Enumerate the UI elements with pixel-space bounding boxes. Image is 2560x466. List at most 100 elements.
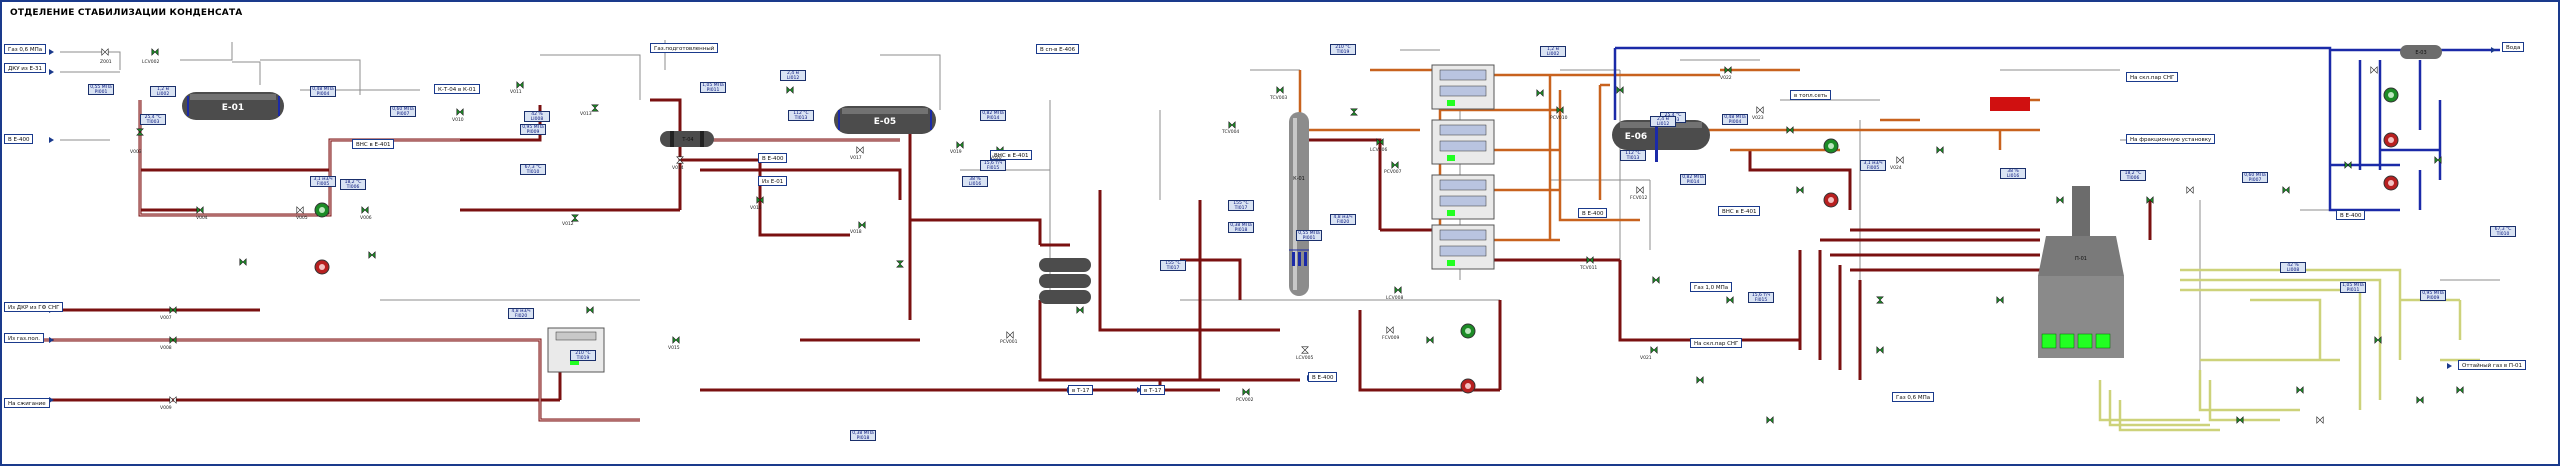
valve-icon[interactable] — [1616, 86, 1624, 94]
valve-icon[interactable] — [1876, 346, 1884, 354]
valve-icon[interactable] — [1786, 126, 1794, 134]
valve-icon[interactable] — [2236, 416, 2244, 424]
valve-icon[interactable] — [1876, 296, 1884, 304]
valve-icon[interactable] — [1536, 89, 1544, 97]
valve-icon[interactable] — [856, 146, 864, 154]
valve-icon[interactable] — [1936, 146, 1944, 154]
valve-icon[interactable] — [516, 81, 524, 89]
valve-icon[interactable] — [756, 196, 764, 204]
valve-icon[interactable] — [1896, 156, 1904, 164]
valve-icon[interactable] — [1391, 161, 1399, 169]
dest-from-gas-pipe[interactable]: Из газ.пол. — [4, 333, 44, 343]
instrument-readout[interactable]: 42 %LI008 — [524, 111, 550, 122]
valve-icon[interactable] — [296, 206, 304, 214]
valve-icon[interactable] — [361, 206, 369, 214]
dest-t117-b[interactable]: в Т-17 — [1140, 385, 1166, 395]
valve-icon[interactable] — [1426, 336, 1434, 344]
valve-icon[interactable] — [1350, 108, 1358, 116]
dest-to-flare[interactable]: На сжигание — [4, 398, 50, 408]
valve-icon[interactable] — [2370, 66, 2378, 74]
dest-to-dkp[interactable]: ДКУ из Е-31 — [4, 63, 47, 73]
dest-vhs-e401-b[interactable]: ВНС в Е-401 — [990, 150, 1033, 160]
valve-icon[interactable] — [1076, 306, 1084, 314]
valve-icon[interactable] — [151, 48, 159, 56]
valve-icon[interactable] — [136, 128, 144, 136]
dest-t117-a[interactable]: в Т-17 — [1068, 385, 1094, 395]
valve-icon[interactable] — [786, 86, 794, 94]
valve-icon[interactable] — [456, 108, 464, 116]
valve-icon[interactable] — [571, 214, 579, 222]
valve-icon[interactable] — [1696, 376, 1704, 384]
dest-e400-k01[interactable]: В Е-400 — [1308, 372, 1338, 382]
valve-icon[interactable] — [1652, 276, 1660, 284]
valve-icon[interactable] — [1228, 121, 1236, 129]
valve-icon[interactable] — [169, 396, 177, 404]
valve-icon[interactable] — [858, 221, 866, 229]
dest-fuel-gas[interactable]: Газ.подготовленный — [650, 43, 719, 53]
valve-icon[interactable] — [1376, 138, 1384, 146]
dest-to-cbf-storage[interactable]: На скл.пар СНГ — [1690, 338, 1743, 348]
valve-icon[interactable] — [169, 306, 177, 314]
valve-icon[interactable] — [676, 156, 684, 164]
valve-icon[interactable] — [368, 251, 376, 259]
valve-icon[interactable] — [1586, 256, 1594, 264]
valve-icon[interactable] — [1996, 296, 2004, 304]
valve-icon[interactable] — [1006, 331, 1014, 339]
valve-icon[interactable] — [2282, 186, 2290, 194]
valve-icon[interactable] — [1756, 106, 1764, 114]
valve-icon[interactable] — [1276, 86, 1284, 94]
valve-icon[interactable] — [2374, 336, 2382, 344]
dest-to-fractionation[interactable]: На фракционную установку — [2126, 134, 2216, 144]
valve-icon[interactable] — [2316, 416, 2324, 424]
valve-icon[interactable] — [2056, 196, 2064, 204]
dest-gas-header[interactable]: Газ 0,6 МПа — [4, 44, 47, 54]
dest-to-storage[interactable]: На скл.пар СНГ — [2126, 72, 2179, 82]
valve-icon[interactable] — [1726, 296, 1734, 304]
valve-icon[interactable] — [1650, 346, 1658, 354]
instrument-readout[interactable]: 42 %LI008 — [2280, 262, 2306, 273]
valve-icon[interactable] — [1301, 346, 1309, 354]
dest-gas-1mpa[interactable]: Газ 1,0 МПа — [1690, 282, 1733, 292]
valve-icon[interactable] — [169, 336, 177, 344]
valve-icon[interactable] — [1242, 388, 1250, 396]
instrument-readout[interactable]: 38 %LI016 — [962, 176, 988, 187]
dest-from-e01[interactable]: Из Е-01 — [758, 176, 788, 186]
valve-icon[interactable] — [1724, 66, 1732, 74]
dest-e400-e06[interactable]: В Е-400 — [1578, 208, 1608, 218]
dest-e400-left[interactable]: В Е-400 — [4, 134, 34, 144]
valve-icon[interactable] — [672, 336, 680, 344]
dest-vhs-e401-c[interactable]: ВНС в Е-401 — [1718, 206, 1761, 216]
dest-gas-06[interactable]: Газ 0,6 МПа — [1892, 392, 1935, 402]
dest-e400-right[interactable]: В Е-400 — [2336, 210, 2366, 220]
dest-from-dkp-cbf[interactable]: Из ДКР из ГФ СНГ — [4, 302, 64, 312]
valve-icon[interactable] — [239, 258, 247, 266]
